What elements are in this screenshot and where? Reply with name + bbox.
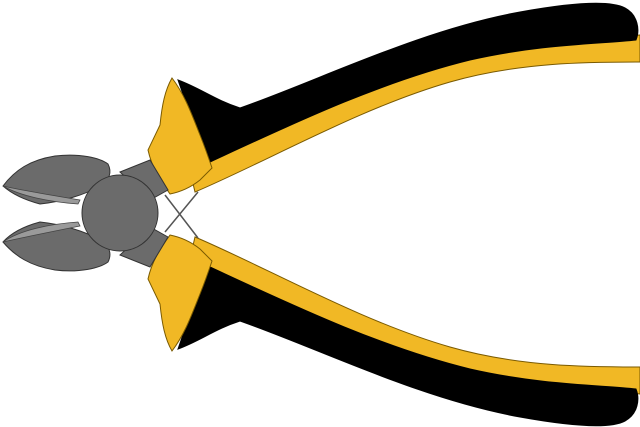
upper-jaw-edge: [2, 185, 81, 205]
lower-handle-yellow-collar: [147, 234, 213, 352]
pivot-joint: [81, 174, 159, 252]
lower-handle-group: [147, 234, 640, 427]
upper-handle-group: [147, 2, 640, 195]
spring-wire: [164, 191, 199, 239]
upper-handle-black-grip: [177, 2, 639, 163]
lower-jaw-edge: [2, 221, 81, 243]
upper-handle-yellow-collar: [147, 77, 213, 195]
lower-handle-black-grip: [177, 266, 639, 427]
